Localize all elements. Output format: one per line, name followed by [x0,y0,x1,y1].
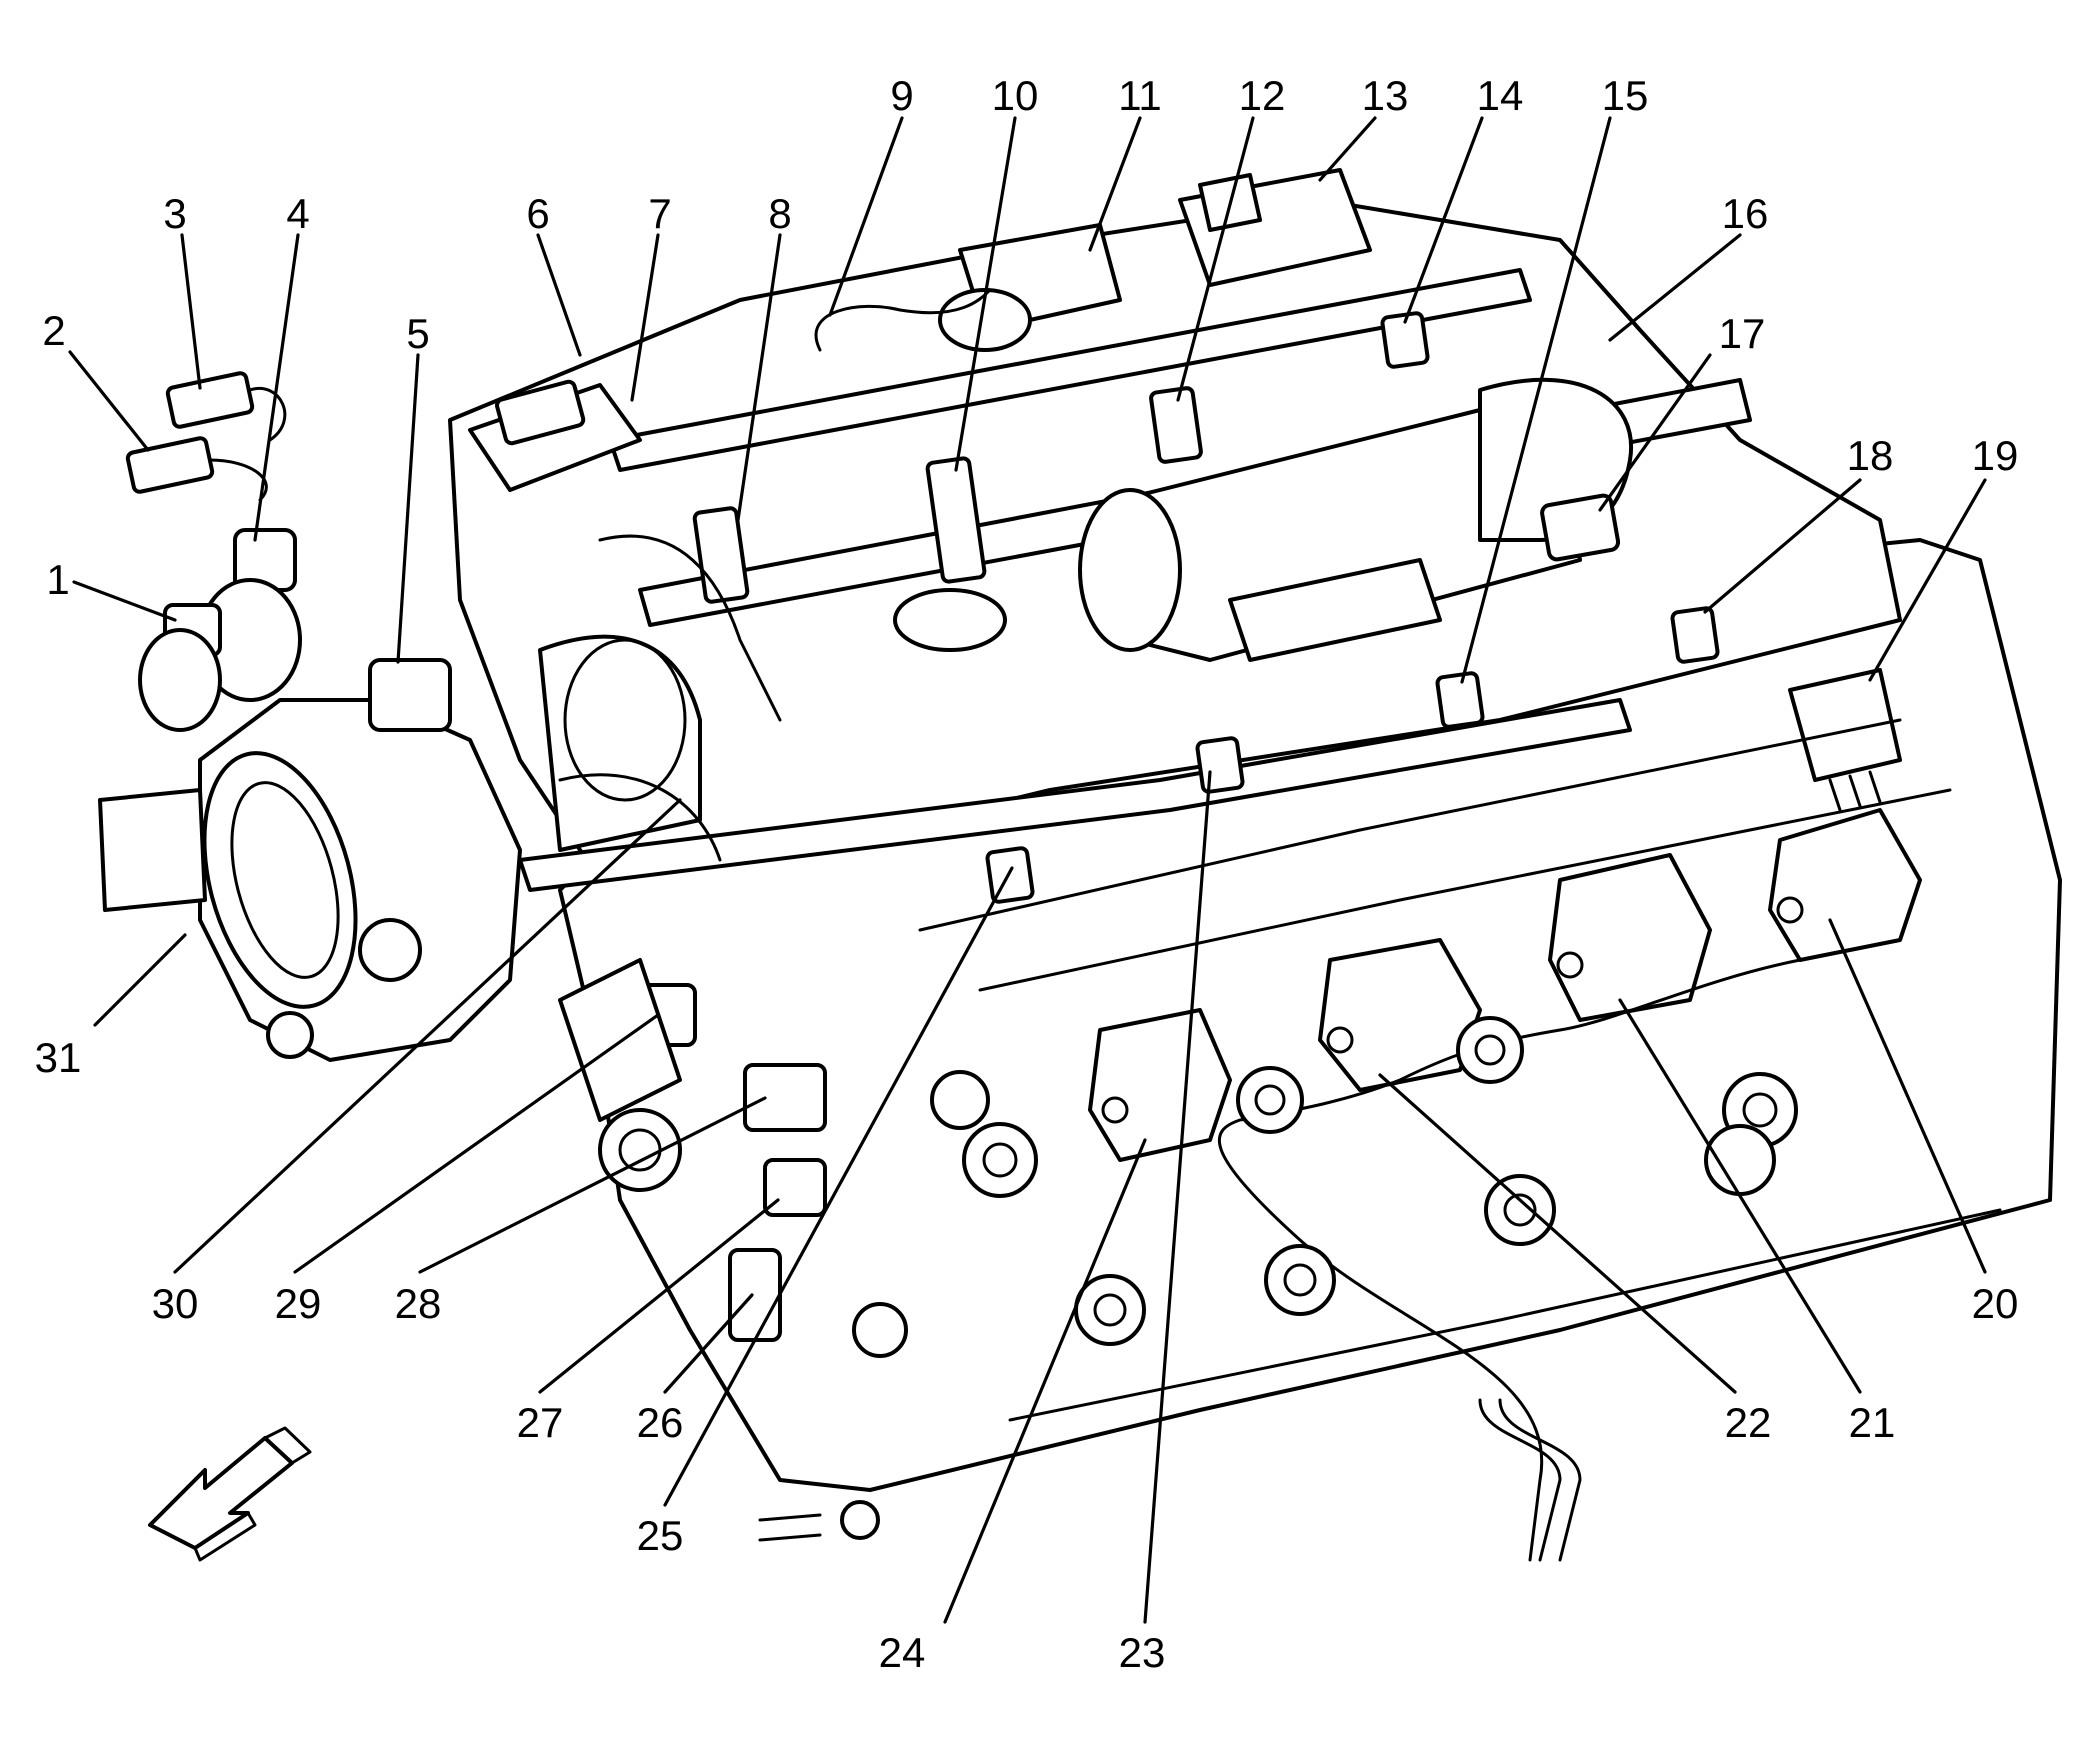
callout-9: 9 [890,72,913,119]
harness-connector-19 [1788,668,1902,812]
callout-20: 20 [1972,1280,2019,1327]
callout-13: 13 [1362,72,1409,119]
callout-18: 18 [1847,432,1894,479]
direction-arrow-icon [148,1426,312,1562]
upper-left-connectors [125,371,287,502]
callout-3: 3 [163,190,186,237]
callout-27: 27 [517,1399,564,1446]
callout-23: 23 [1119,1629,1166,1676]
callout-26: 26 [637,1399,684,1446]
callout-12: 12 [1239,72,1286,119]
callout-15: 15 [1602,72,1649,119]
oil-filler-base [893,588,1007,652]
callout-6: 6 [526,190,549,237]
callout-25: 25 [637,1512,684,1559]
callout-10: 10 [992,72,1039,119]
head-bosses [840,1016,1798,1540]
callout-17: 17 [1719,310,1766,357]
vacuum-hose [814,288,992,352]
hanging-hose [1478,1398,1582,1562]
callout-16: 16 [1722,190,1769,237]
left-crossover-hose [558,534,782,862]
lower-pipe [758,1513,822,1542]
callout-labels: 1 2 3 4 5 6 7 8 9 10 11 12 13 14 15 16 1… [35,72,2019,1676]
left-sensors [138,528,302,732]
throttle-body [98,634,702,1062]
callout-4: 4 [286,190,309,237]
callout-30: 30 [152,1280,199,1327]
left-intake-connector [468,379,642,492]
callout-2: 2 [42,307,65,354]
callout-8: 8 [768,190,791,237]
ignition-coils [1088,808,1922,1162]
valve-cover-flange [918,718,2002,1422]
callout-19: 19 [1972,432,2019,479]
callout-22: 22 [1725,1399,1772,1446]
callout-1: 1 [46,556,69,603]
callout-29: 29 [275,1280,322,1327]
engine-illustration [98,168,2062,1562]
front-tube [518,698,1632,892]
callout-21: 21 [1849,1399,1896,1446]
callout-5: 5 [406,310,429,357]
connector-5-body [368,658,452,732]
callout-14: 14 [1477,72,1524,119]
callout-31: 31 [35,1034,82,1081]
callout-11: 11 [1118,72,1162,119]
cylindrical-module [1078,377,1634,662]
callout-7: 7 [648,190,671,237]
callout-24: 24 [879,1629,926,1676]
callout-28: 28 [395,1280,442,1327]
fuel-rail-rear [608,268,1532,472]
leader-lines [68,116,1987,1624]
